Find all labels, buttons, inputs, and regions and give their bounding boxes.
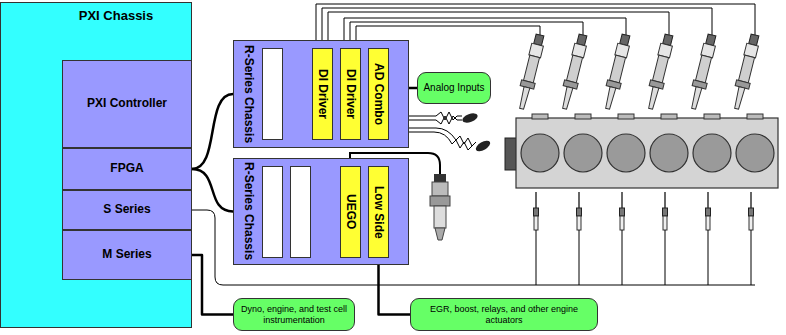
module-card: DI Driver xyxy=(312,48,333,140)
cable-connector xyxy=(379,258,411,315)
module-box: FPGA xyxy=(62,148,192,190)
chassis-panel: PXI ChassisPXI ControllerFPGA S Series M S… xyxy=(0,2,192,328)
module-card: DI Driver xyxy=(340,48,361,140)
module-card: AD Combo xyxy=(368,48,389,140)
empty-slot xyxy=(262,48,283,140)
cable-connector xyxy=(192,169,233,212)
signal-box: Analog Inputs xyxy=(417,72,491,104)
module-card: UEGO xyxy=(340,166,361,258)
temperature-sensor xyxy=(461,112,492,154)
flywheel-flange xyxy=(505,138,517,170)
cable-connector xyxy=(192,255,233,315)
controller-box: PXI Controller xyxy=(62,60,192,148)
node-label: M Series xyxy=(102,248,151,262)
node-label: AD Combo xyxy=(372,63,386,125)
node-label: Analog Inputs xyxy=(423,82,484,94)
signal-box: EGR, boost, relays, and other engine act… xyxy=(410,298,598,331)
node-label: Dyno, engine, and test cell instrumentat… xyxy=(234,304,354,325)
node-label: Low Side xyxy=(372,186,386,239)
node-label: PXI Controller xyxy=(87,97,167,111)
engine-block xyxy=(516,118,778,188)
module-card: Low Side xyxy=(368,166,389,258)
empty-slot xyxy=(290,166,311,258)
fuel-injector xyxy=(515,33,762,110)
empty-slot xyxy=(262,166,283,258)
chassis-box: R-Series Chassis UEGO Low Side xyxy=(233,158,409,265)
node-label: S Series xyxy=(103,203,150,217)
module-box: S Series xyxy=(62,190,192,230)
signal-box: Dyno, engine, and test cell instrumentat… xyxy=(233,298,355,331)
node-label: DI Driver xyxy=(344,69,358,119)
node-label: R-Series Chassis xyxy=(241,45,255,143)
module-box: M Series xyxy=(62,230,192,280)
spark-plug xyxy=(534,192,754,285)
cylinder xyxy=(521,114,774,172)
cable-connector xyxy=(192,94,233,169)
chassis-box: R-Series Chassis DI Driver DI Driver AD Com… xyxy=(233,40,409,148)
node-label: PXI Chassis xyxy=(79,9,153,24)
node-label: R-Series Chassis xyxy=(241,162,255,260)
node-label: EGR, boost, relays, and other engine act… xyxy=(411,304,597,325)
uego-sensor xyxy=(430,174,450,240)
node-label: DI Driver xyxy=(316,69,330,119)
node-label: FPGA xyxy=(110,162,143,176)
node-label: UEGO xyxy=(344,194,358,229)
